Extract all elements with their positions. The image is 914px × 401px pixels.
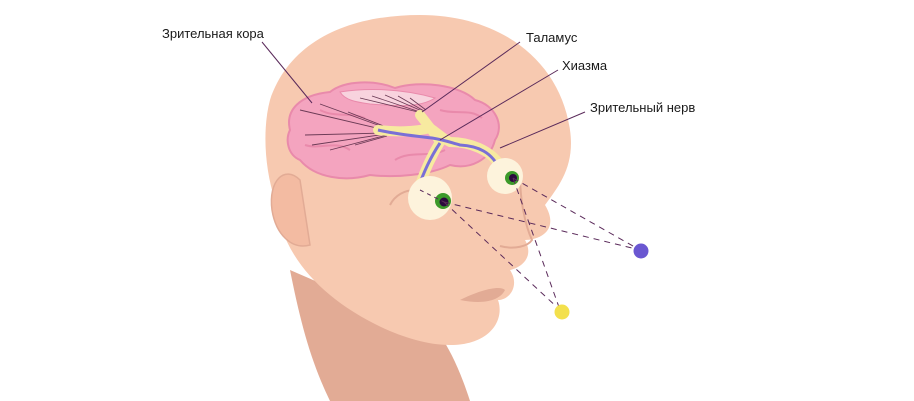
label-optic-nerve: Зрительный нерв [590,100,695,115]
target-yellow-dot [554,304,570,320]
label-thalamus: Таламус [526,30,578,45]
left-eye [408,176,452,220]
brain-fold-3 [439,109,483,119]
label-chiasm: Хиазма [562,58,608,73]
light-path-left-to-yellow [443,201,561,311]
brain-fold-4 [394,149,446,161]
label-visual-cortex: Зрительная кора [162,26,265,41]
thalamus-rays [359,94,427,113]
target-purple-dot [633,243,649,259]
leader-thalamus [421,41,521,113]
brain-fold-2 [304,144,351,151]
optic-radiation-purple [377,128,502,171]
nose-contour [499,174,534,249]
leader-visual-cortex [261,41,313,104]
lips [460,288,505,302]
light-path-right-to-yellow [512,177,561,311]
cortex-rays [299,103,388,151]
light-path-right-to-purple [512,177,641,251]
right-eye [487,158,523,194]
ear [270,173,311,247]
leader-optic-nerve [499,111,586,149]
neck [290,270,470,401]
light-path-left-to-purple [443,201,641,251]
leader-chiasm [439,69,559,141]
